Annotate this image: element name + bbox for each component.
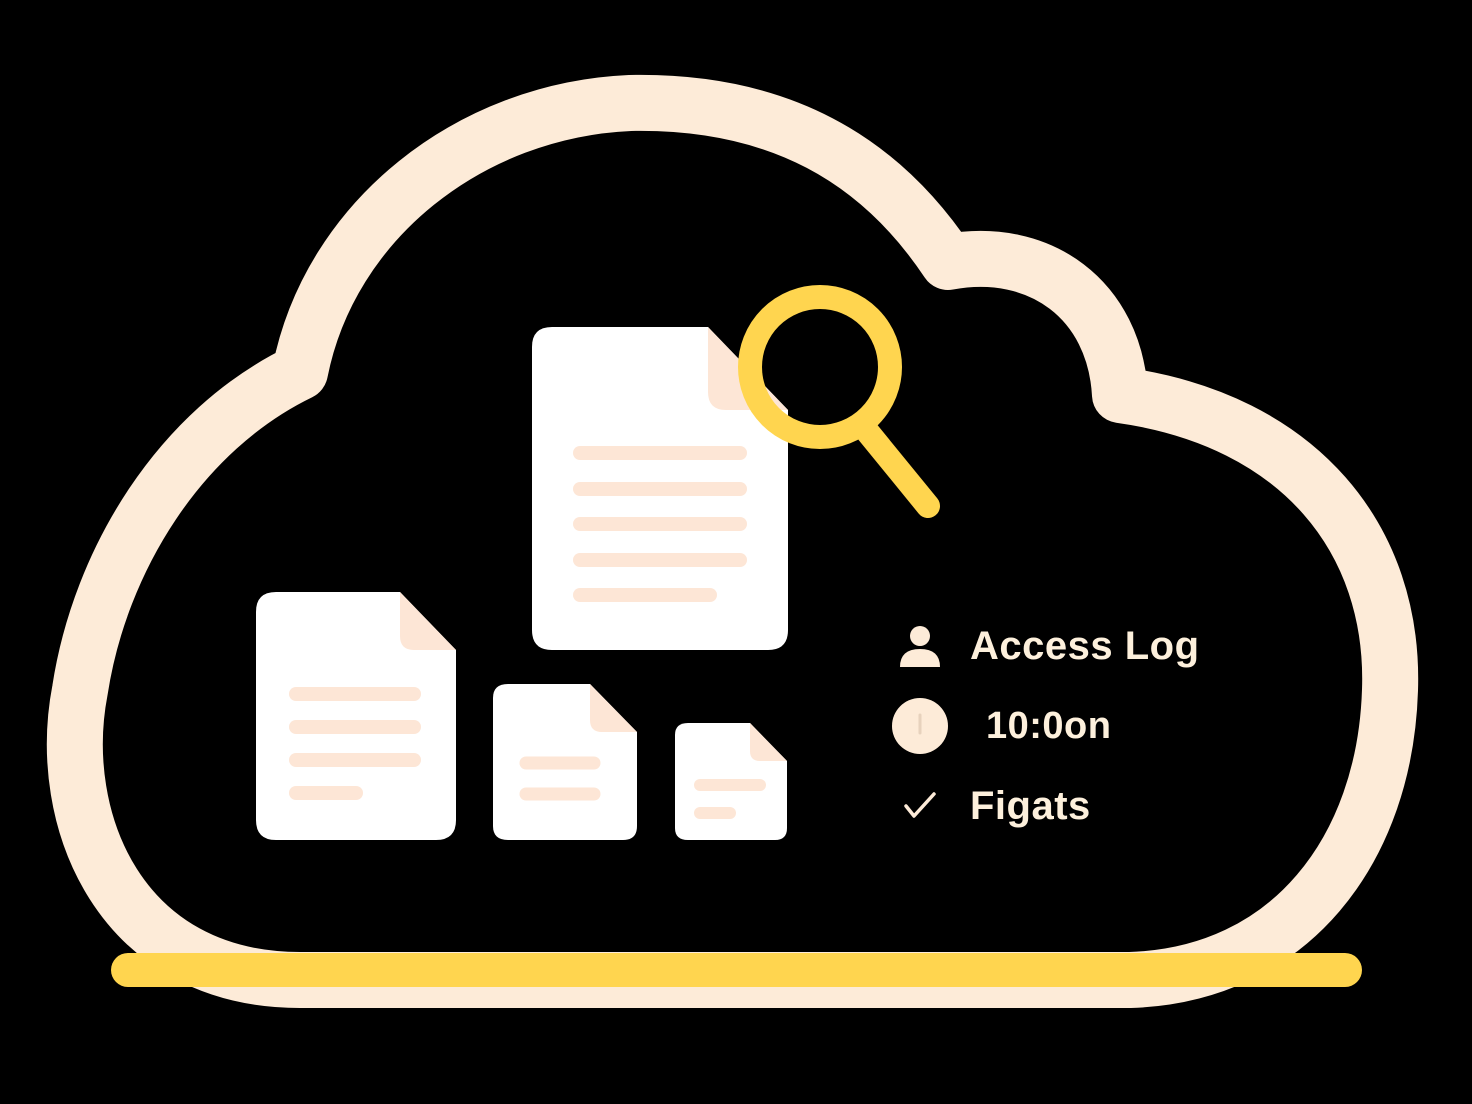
legend-item-time: 10:0on [890,694,1111,758]
user-icon [890,616,950,676]
clock-icon [890,696,950,756]
legend-label-time: 10:0on [986,704,1112,747]
magnifier-icon [738,285,940,518]
document-icon-small [675,723,787,840]
legend: Access Log 10:0on Figats [890,612,1310,852]
check-icon [890,776,950,836]
legend-label-access-log: Access Log [970,623,1200,668]
document-icon-medium [493,684,637,840]
cloud-outline [46,74,1419,1008]
document-icon-left [256,592,456,840]
legend-item-status: Figats [890,774,1091,838]
document-icon-large [532,327,788,650]
legend-item-access-log: Access Log [890,614,1200,678]
legend-label-status: Figats [970,783,1091,828]
